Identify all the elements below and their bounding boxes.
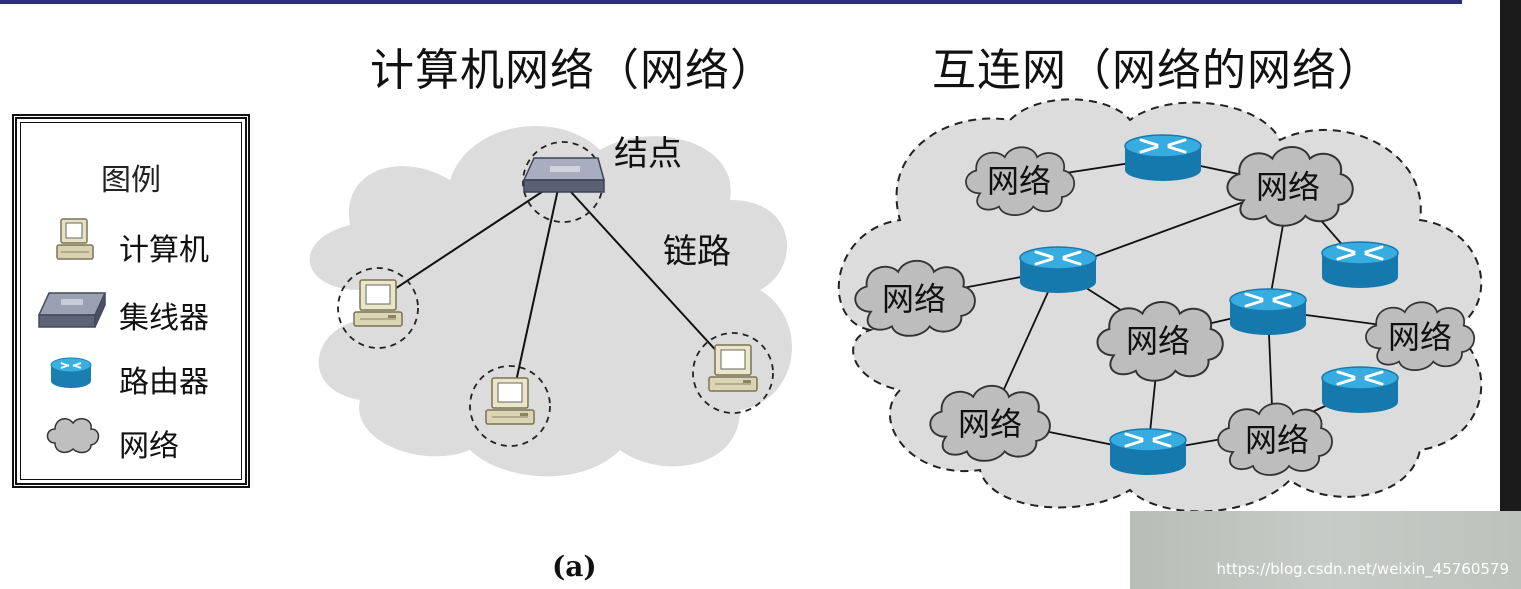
router-3 (1320, 240, 1400, 290)
computer-node-3 (708, 344, 758, 392)
node-label: 结点 (614, 134, 682, 174)
network-cloud-label-3: 网络 (882, 280, 946, 318)
left-title: 计算机网络（网络） (370, 45, 775, 96)
network-cloud-label-4: 网络 (1126, 322, 1190, 360)
link-label: 链路 (663, 232, 731, 272)
computer-node-2 (485, 377, 535, 425)
legend: 图例 计算机 集线器 路由器 网络 (12, 114, 250, 488)
router-4 (1228, 287, 1308, 337)
network-cloud-label-1: 网络 (987, 162, 1051, 200)
window-edge (1500, 0, 1521, 589)
watermark-overlay: https://blog.csdn.net/weixin_45760579 (1130, 511, 1521, 589)
left-network-cloud (309, 126, 793, 477)
computer-node-1 (353, 279, 403, 327)
network-cloud-label-7: 网络 (1245, 421, 1309, 459)
hub-node (522, 157, 605, 193)
link-hub-pc1 (377, 179, 561, 301)
router-6 (1108, 427, 1188, 477)
router-1 (1123, 133, 1203, 183)
network-cloud-label-6: 网络 (958, 405, 1022, 443)
right-title: 互连网（网络的网络） (932, 45, 1382, 96)
node-circle-pc1 (337, 267, 419, 349)
network-cloud-label-5: 网络 (1388, 318, 1452, 356)
link-hub-pc2 (511, 179, 561, 401)
router-5 (1320, 365, 1400, 415)
link-hub-pc3 (559, 179, 733, 369)
watermark-text: https://blog.csdn.net/weixin_45760579 (1216, 560, 1509, 578)
router-2 (1018, 245, 1098, 295)
node-circle-pc2 (469, 365, 551, 447)
title-rule (0, 0, 1462, 4)
network-cloud-label-2: 网络 (1256, 168, 1320, 206)
node-circle-pc3 (692, 332, 774, 414)
figure-caption: (a) (552, 550, 597, 583)
